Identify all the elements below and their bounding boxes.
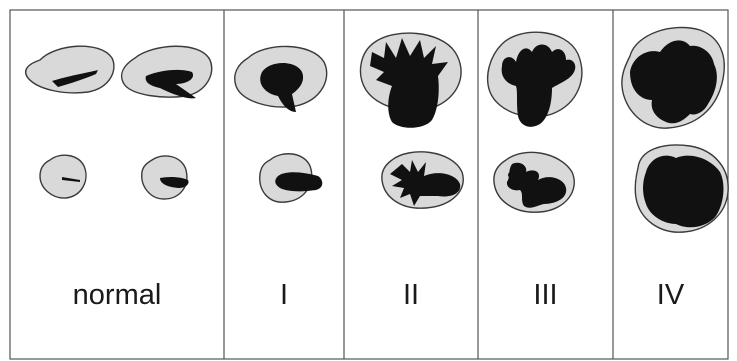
grade-4-kidney-transverse <box>635 145 728 232</box>
label-grade-4: IV <box>613 273 728 317</box>
normal-kidney-transverse-1 <box>40 155 86 198</box>
normal-kidney-longitudinal-2 <box>122 46 212 98</box>
label-normal: normal <box>10 273 224 317</box>
grade-3-kidney-longitudinal <box>488 32 582 127</box>
grade-1-kidney-longitudinal <box>235 46 327 112</box>
grade-1-kidney-transverse <box>260 154 323 202</box>
grade-4-kidney-longitudinal <box>622 28 724 129</box>
grade-2-kidney-longitudinal <box>360 33 461 128</box>
label-grade-2: II <box>344 273 478 317</box>
grade-2-kidney-transverse <box>382 152 463 208</box>
grade-3-kidney-transverse <box>494 152 574 212</box>
normal-kidney-transverse-2 <box>142 156 189 199</box>
label-grade-3: III <box>478 273 613 317</box>
label-grade-1: I <box>224 273 344 317</box>
normal-kidney-longitudinal-1 <box>26 46 114 93</box>
